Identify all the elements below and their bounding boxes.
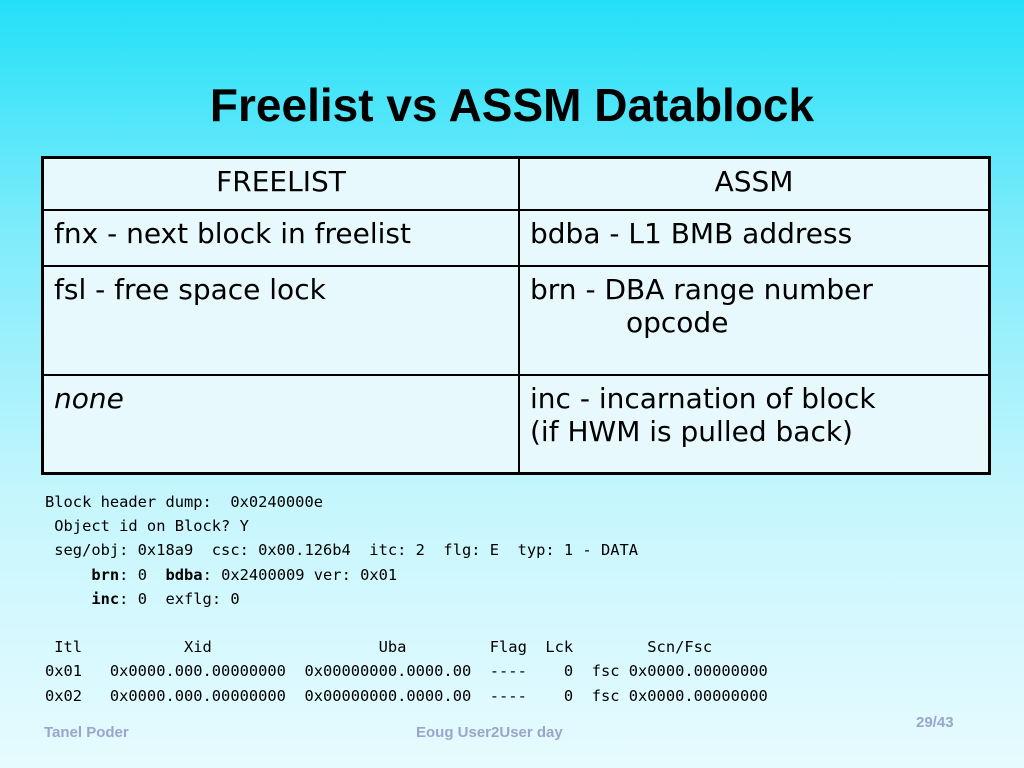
itl-row: 0x02 0x0000.000.00000000 0x00000000.0000…	[45, 686, 768, 705]
bdba-value: : 0x2400009 ver: 0x01	[202, 565, 398, 584]
assm-cell: brn - DBA range number opcode	[518, 265, 991, 376]
itl-header: Itl Xid Uba Flag Lck Scn/Fsc	[45, 638, 713, 657]
table-row: fsl - free space lock brn - DBA range nu…	[41, 265, 991, 376]
bdba-label: bdba	[165, 565, 203, 584]
block-header-dump: Block header dump: 0x0240000e Object id …	[45, 490, 768, 708]
table-header-row: FREELIST ASSM	[41, 156, 991, 211]
brn-label: brn	[91, 565, 120, 584]
slide-title: Freelist vs ASSM Datablock	[209, 79, 815, 131]
table-row: fnx - next block in freelist bdba - L1 B…	[41, 209, 991, 267]
comparison-table: FREELIST ASSM fnx - next block in freeli…	[41, 156, 991, 475]
assm-cell: bdba - L1 BMB address	[518, 209, 991, 267]
brn-value: : 0	[119, 565, 166, 584]
table-row: none inc - incarnation of block (if HWM …	[41, 374, 991, 475]
dump-line: seg/obj: 0x18a9 csc: 0x00.126b4 itc: 2 f…	[45, 541, 639, 560]
column-header-assm: ASSM	[518, 156, 991, 211]
page-number: 29/43	[916, 714, 954, 731]
itl-row: 0x01 0x0000.000.00000000 0x00000000.0000…	[45, 662, 768, 681]
footer-event: Eoug User2User day	[416, 724, 563, 741]
column-header-freelist: FREELIST	[41, 156, 520, 211]
inc-label: inc	[91, 589, 120, 608]
assm-cell: inc - incarnation of block (if HWM is pu…	[518, 374, 991, 475]
dump-line: Object id on Block? Y	[45, 517, 249, 536]
assm-cell-text: inc - incarnation of block	[530, 382, 876, 415]
inc-value: : 0 exflg: 0	[119, 589, 240, 608]
footer-author: Tanel Poder	[44, 724, 129, 741]
dump-line: Block header dump: 0x0240000e	[45, 493, 323, 511]
assm-cell-extra: opcode	[626, 306, 729, 339]
freelist-cell: none	[41, 374, 520, 475]
freelist-cell: fnx - next block in freelist	[41, 209, 520, 267]
assm-cell-extra: (if HWM is pulled back)	[530, 415, 853, 448]
freelist-cell: fsl - free space lock	[41, 265, 520, 376]
assm-cell-text: brn - DBA range number	[530, 273, 873, 306]
